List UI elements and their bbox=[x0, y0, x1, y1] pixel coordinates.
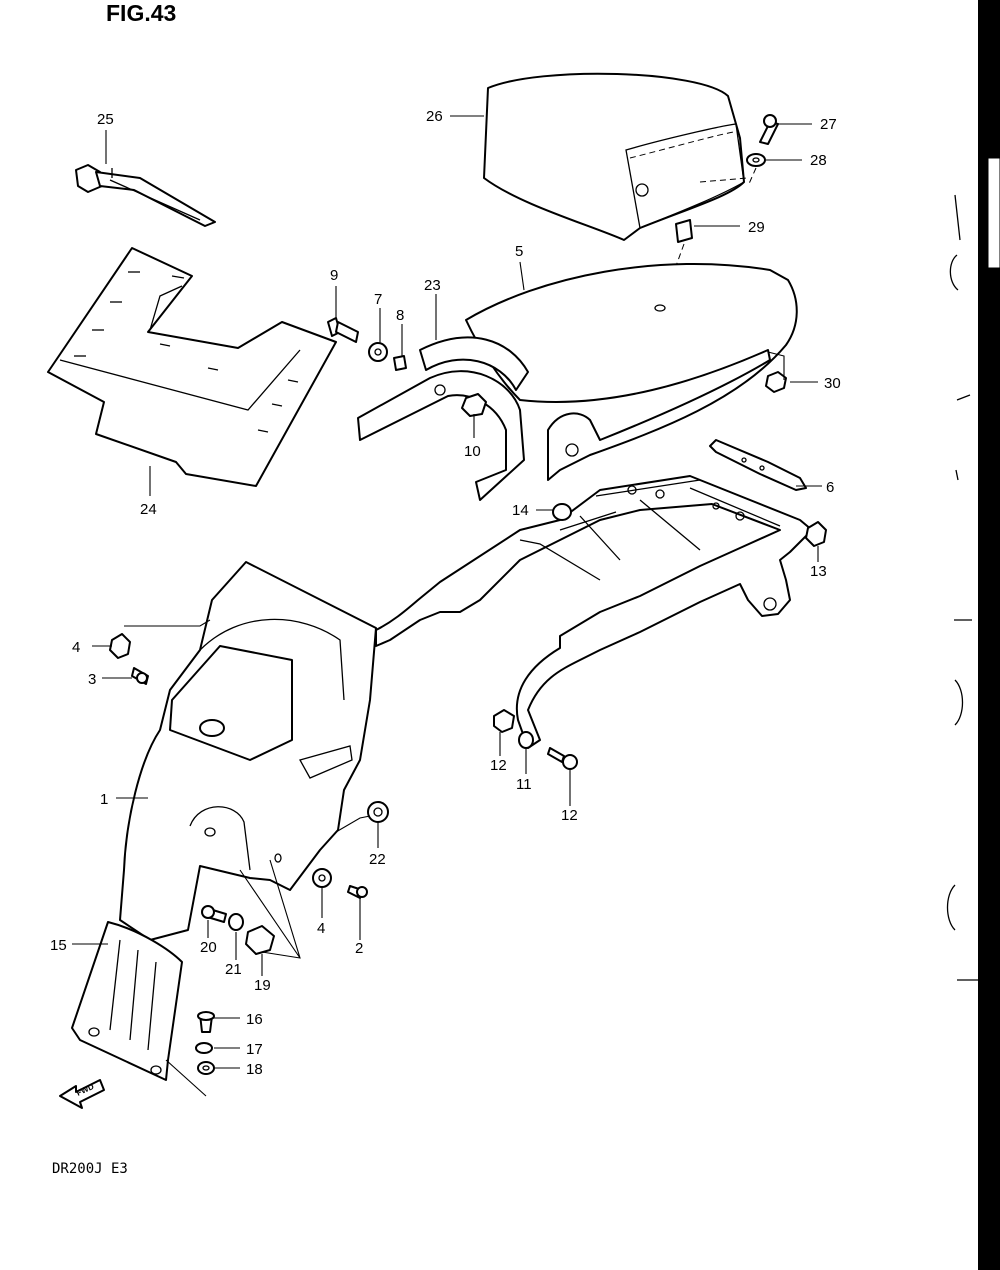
part-washer-22[interactable] bbox=[228, 913, 244, 931]
callout-22: 21 bbox=[225, 961, 242, 978]
part-screw-17[interactable] bbox=[197, 1011, 215, 1033]
callout-15: 14 bbox=[512, 502, 529, 519]
part-nut-31[interactable] bbox=[765, 371, 787, 393]
part-nut-4-upper[interactable] bbox=[109, 633, 131, 659]
callout-4-upper: 4 bbox=[72, 639, 80, 656]
part-washer-11[interactable] bbox=[518, 731, 534, 749]
callout-16: 15 bbox=[50, 937, 67, 954]
callout-11: 11 bbox=[516, 776, 532, 793]
part-rear-fender-lower[interactable] bbox=[119, 561, 377, 941]
part-screw-21[interactable] bbox=[201, 905, 227, 923]
callout-23: 22 bbox=[369, 851, 386, 868]
callout-labels: 25 26 27 28 29 5 9 7 8 23 10 30 6 14 13 … bbox=[50, 108, 841, 1078]
callout-6: 6 bbox=[826, 479, 834, 496]
part-splash-panel[interactable] bbox=[47, 247, 337, 487]
part-bracket-6[interactable] bbox=[709, 439, 807, 491]
page-edge bbox=[946, 0, 1000, 1270]
leader-lines bbox=[72, 115, 822, 1097]
callout-18: 17 bbox=[246, 1041, 263, 1058]
part-seat-bolt[interactable] bbox=[759, 114, 779, 145]
callout-17: 16 bbox=[246, 1011, 263, 1028]
callout-8: 8 bbox=[396, 307, 404, 324]
callout-10: 10 bbox=[464, 443, 481, 460]
part-washer-18[interactable] bbox=[195, 1042, 213, 1054]
callout-3: 3 bbox=[88, 671, 96, 688]
callout-13: 12 bbox=[490, 757, 507, 774]
callout-26: 25 bbox=[97, 111, 114, 128]
callout-12: 12 bbox=[561, 807, 578, 824]
callout-24: 23 bbox=[424, 277, 441, 294]
callout-25: 24 bbox=[140, 501, 157, 518]
part-grommet-23[interactable] bbox=[367, 801, 389, 823]
part-inner-fender[interactable] bbox=[357, 336, 529, 501]
part-nut-13[interactable] bbox=[493, 709, 515, 733]
part-grommet-4-lower[interactable] bbox=[312, 868, 332, 888]
part-rear-fender-upper[interactable] bbox=[465, 262, 798, 481]
part-bolt-9[interactable] bbox=[327, 317, 359, 343]
figure-title: FIG.43 bbox=[106, 0, 176, 26]
part-nut-14[interactable] bbox=[805, 521, 827, 547]
callout-1: 1 bbox=[100, 791, 108, 808]
part-cable-tie[interactable] bbox=[75, 164, 216, 227]
callout-19: 18 bbox=[246, 1061, 263, 1078]
callout-4-lower: 4 bbox=[317, 920, 325, 937]
part-rear-frame[interactable] bbox=[375, 475, 813, 749]
callout-2: 2 bbox=[355, 940, 363, 957]
callout-31: 30 bbox=[824, 375, 841, 392]
callout-28: 27 bbox=[820, 116, 837, 133]
callout-30: 29 bbox=[748, 219, 765, 236]
callout-14: 13 bbox=[810, 563, 827, 580]
part-seat[interactable] bbox=[483, 72, 745, 241]
part-screw-2[interactable] bbox=[347, 885, 368, 899]
part-cushion-15[interactable] bbox=[552, 503, 572, 521]
callout-7: 7 bbox=[374, 291, 382, 308]
part-nut-20[interactable] bbox=[245, 925, 275, 955]
part-nut-19[interactable] bbox=[197, 1061, 215, 1075]
callout-20: 19 bbox=[254, 977, 271, 994]
part-seat-cushion-30[interactable] bbox=[675, 219, 693, 243]
part-mud-flap[interactable] bbox=[71, 921, 183, 1081]
part-screw-3[interactable] bbox=[131, 667, 149, 685]
part-nut-10[interactable] bbox=[461, 393, 487, 417]
callout-21: 20 bbox=[200, 939, 217, 956]
part-collar-8[interactable] bbox=[393, 355, 407, 371]
callout-5: 5 bbox=[515, 243, 523, 260]
fwd-arrow-icon: FWD bbox=[59, 1079, 105, 1109]
callout-27: 26 bbox=[426, 108, 443, 125]
part-seat-washer[interactable] bbox=[746, 153, 766, 167]
model-code: DR200J E3 bbox=[52, 1161, 128, 1177]
part-bolt-12[interactable] bbox=[547, 747, 578, 770]
part-grommet-7[interactable] bbox=[368, 342, 388, 362]
callout-29: 28 bbox=[810, 152, 827, 169]
callout-9: 9 bbox=[330, 267, 338, 284]
